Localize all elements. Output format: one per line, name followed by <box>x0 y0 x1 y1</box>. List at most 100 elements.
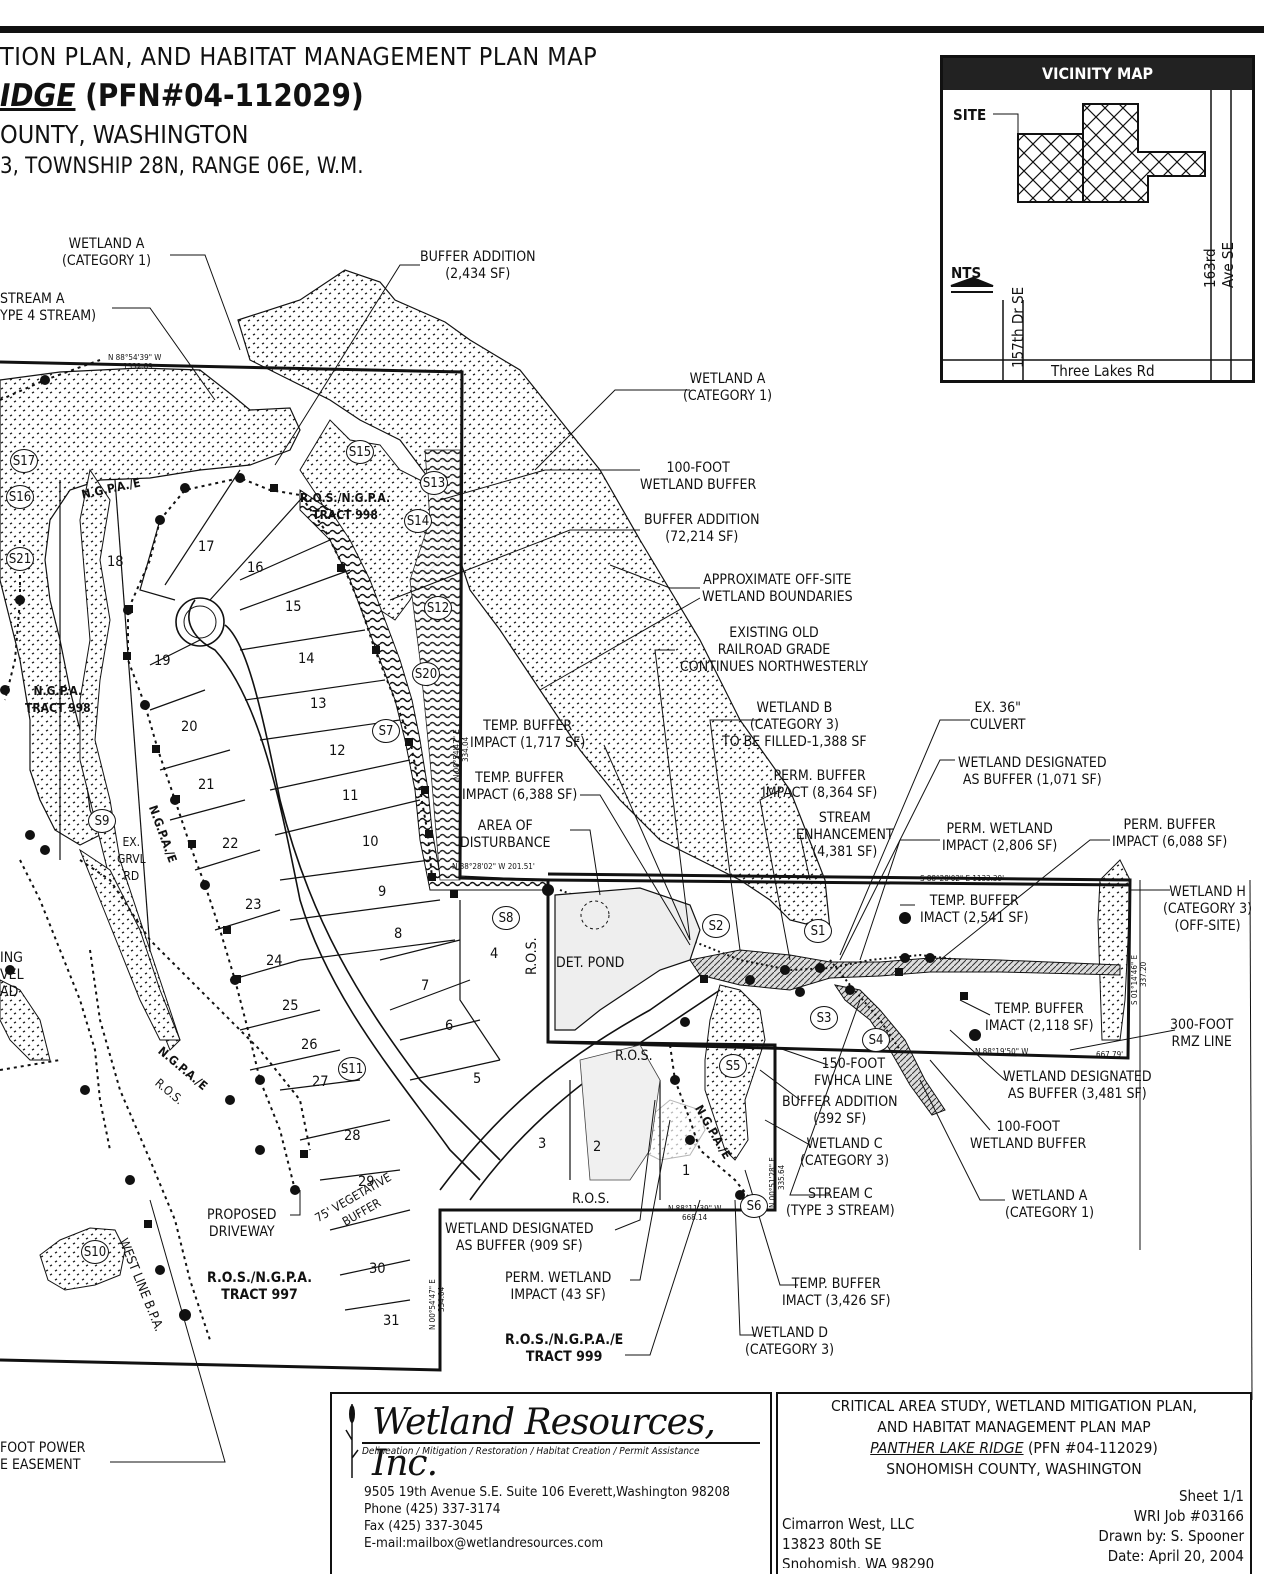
lot-21: 21 <box>198 777 215 793</box>
label-ros-1: R.O.S. <box>615 1048 653 1064</box>
bearing-b6-east: N 00°54'47" E <box>452 729 461 780</box>
square-markers <box>123 484 968 1228</box>
lot-22: 22 <box>222 836 239 852</box>
station-s13: S13 <box>420 471 448 495</box>
station-s16: S16 <box>6 485 34 509</box>
map-title-township: 3, TOWNSHIP 28N, RANGE 06E, W.M. <box>0 154 364 179</box>
title-block-pfn: (PFN #04-112029) <box>1023 1439 1158 1457</box>
lot-19: 19 <box>154 653 171 669</box>
station-s2: S2 <box>702 914 730 938</box>
detention-pond <box>554 887 701 1031</box>
label-wetland-d: WETLAND D(CATEGORY 3) <box>745 1325 835 1358</box>
bearing-b7: N 00°51'28" E <box>768 1157 777 1208</box>
lot-28: 28 <box>344 1128 361 1144</box>
label-wetland-b: WETLAND B(CATEGORY 3)TO BE FILLED-1,388 … <box>722 700 867 750</box>
lot-24: 24 <box>266 953 283 969</box>
property-boundary-south <box>0 1040 777 1372</box>
bearing-b8-distance: 337.20 <box>1139 961 1148 987</box>
lot-29: 29 <box>358 1174 375 1190</box>
bearing-b7-distance: 335.64 <box>777 1164 786 1190</box>
title-block-line4: SNOHOMISH COUNTY, WASHINGTON <box>886 1460 1142 1478</box>
stream-centerline <box>559 889 961 1051</box>
bearing-b4: N 88°19'50" W <box>975 1047 1029 1056</box>
bearing-b1: N 88°54'39" W <box>108 353 162 362</box>
vicinity-map-heading: VICINITY MAP <box>943 58 1252 90</box>
company-fax: Fax (425) 337-3045 <box>364 1518 484 1534</box>
lot-23: 23 <box>245 897 262 913</box>
lot-10: 10 <box>362 834 379 850</box>
cul-de-sac <box>175 597 225 647</box>
lot-9: 9 <box>378 884 387 900</box>
bearing-b2: N 88°28'02" W 201.51' <box>452 862 535 871</box>
lot-30: 30 <box>369 1261 386 1277</box>
property-boundary-east-north <box>547 878 1131 887</box>
lot-20: 20 <box>181 719 198 735</box>
vicinity-nts-label: NTS <box>951 264 982 282</box>
wetland-west-strip-2 <box>78 848 181 1041</box>
title-block-project-name: PANTHER LAKE RIDGE <box>870 1439 1024 1457</box>
label-ex-culvert: EX. 36"CULVERT <box>970 700 1026 733</box>
company-name: Wetland Resources, Inc. <box>372 1402 716 1484</box>
title-block: CRITICAL AREA STUDY, WETLAND MITIGATION … <box>776 1392 1252 1574</box>
lot-6: 6 <box>445 1018 454 1034</box>
station-s10: S10 <box>81 1240 109 1264</box>
company-email: E-mail:mailbox@wetlandresources.com <box>364 1535 604 1551</box>
wetland-west-strip-3 <box>0 979 51 1061</box>
lot-25: 25 <box>282 998 299 1014</box>
company-address: 9505 19th Avenue S.E. Suite 106 Everett,… <box>364 1484 730 1500</box>
lot-26: 26 <box>301 1037 318 1053</box>
leader-lines <box>110 254 1176 1463</box>
offsite-wetland-area <box>237 269 831 931</box>
title-block-heading: CRITICAL AREA STUDY, WETLAND MITIGATION … <box>778 1396 1250 1480</box>
station-s12: S12 <box>424 596 452 620</box>
label-wetland-h: WETLAND H(CATEGORY 3)(OFF-SITE) <box>1163 884 1253 934</box>
label-wetland-a-2: WETLAND A(CATEGORY 1) <box>683 371 773 404</box>
bearing-b6-east-distance: 334.04 <box>461 736 470 762</box>
vicinity-site-label: SITE <box>953 106 987 124</box>
bearing-b4-distance: 667.79' <box>1096 1050 1124 1059</box>
logo-underline <box>362 1442 760 1444</box>
label-ngpa-tract-998: N.G.P.A.TRACT 998 <box>25 684 91 715</box>
vicinity-road-163rd: 163rd Ave SE <box>1201 241 1237 288</box>
station-s8: S8 <box>492 906 520 930</box>
bearing-b6-distance: 334.04 <box>437 1286 446 1312</box>
label-wetland-a-3: WETLAND A(CATEGORY 1) <box>1005 1188 1095 1221</box>
company-logo-block: Wetland Resources, Inc. Delineation / Mi… <box>330 1392 772 1574</box>
map-title-line1: TION PLAN, AND HABITAT MANAGEMENT PLAN M… <box>0 42 598 71</box>
lot-12: 12 <box>329 743 346 759</box>
lot-3: 3 <box>538 1136 547 1152</box>
lot-11: 11 <box>342 788 359 804</box>
station-s5: S5 <box>719 1054 747 1078</box>
vicinity-road-three-lakes: Three Lakes Rd <box>1051 362 1155 380</box>
bearing-b1-distance: 1332.89 <box>123 362 153 371</box>
wetland-west-strip-1 <box>79 468 181 1051</box>
lot-13: 13 <box>310 696 327 712</box>
pond-structure <box>580 900 610 930</box>
lot-5: 5 <box>473 1071 482 1087</box>
lot-18: 18 <box>107 554 124 570</box>
station-s14: S14 <box>404 509 432 533</box>
station-s17: S17 <box>10 449 38 473</box>
top-border-line <box>0 26 1264 33</box>
wetland-a-onsite <box>0 367 301 846</box>
station-s9: S9 <box>88 809 116 833</box>
